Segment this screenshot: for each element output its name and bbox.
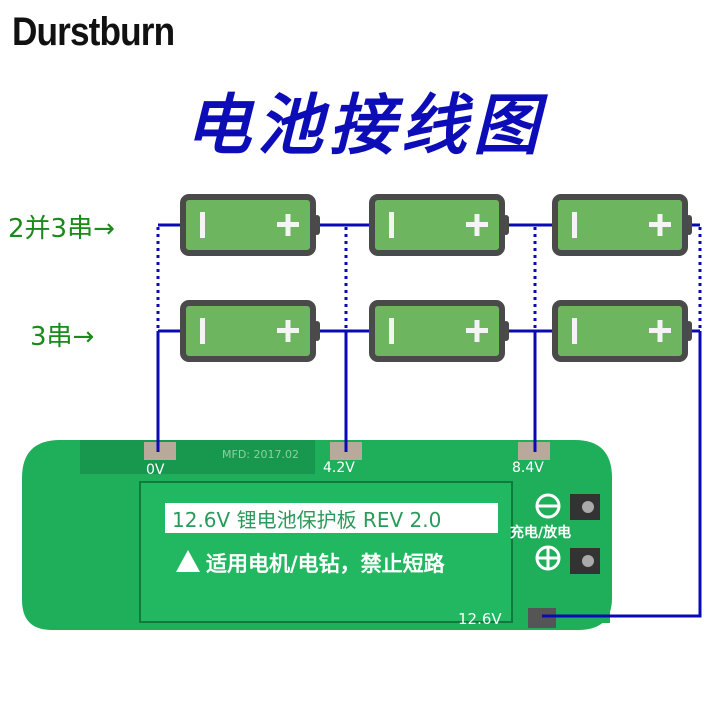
parallel-links (156, 227, 702, 329)
battery-icon (552, 194, 692, 256)
battery-icon (180, 300, 320, 362)
minus-terminal-icon (535, 493, 561, 519)
minus-icon (200, 318, 205, 344)
battery-icon (369, 300, 509, 362)
charge-discharge-label: 充电/放电 (510, 524, 571, 541)
pcb-warning: 适用电机/电钻，禁止短路 (206, 552, 446, 576)
label-3s: 3串→ (30, 322, 95, 352)
brand-logo: Durstburn (12, 10, 175, 54)
pcb-mfd: MFD: 2017.02 (222, 448, 299, 461)
tap-label-0v: 0V (146, 462, 165, 478)
minus-icon (572, 318, 577, 344)
pcb-banner: 12.6V 锂电池保护板 REV 2.0 (172, 508, 441, 532)
label-2p3s: 2并3串→ (8, 214, 115, 244)
pad-0v (144, 442, 176, 460)
minus-icon (200, 212, 205, 238)
battery-icon (180, 194, 320, 256)
wires (156, 223, 702, 618)
page-title: 电池接线图 (185, 86, 545, 164)
pad-12-6v (528, 608, 556, 628)
minus-icon (389, 318, 394, 344)
battery-icon (552, 300, 692, 362)
plus-terminal-icon (535, 545, 561, 571)
warning-icon (176, 550, 200, 572)
tap-label-12-6v: 12.6V (458, 610, 502, 628)
minus-icon (389, 212, 394, 238)
tap-label-4-2v: 4.2V (323, 460, 355, 476)
pcb-board: 12.6V 锂电池保护板 REV 2.0 适用电机/电钻，禁止短路 MFD: 2… (22, 440, 612, 630)
pcb-banner-bg (165, 503, 498, 533)
tap-label-8-4v: 8.4V (512, 460, 544, 476)
battery-icon (369, 194, 509, 256)
minus-icon (572, 212, 577, 238)
